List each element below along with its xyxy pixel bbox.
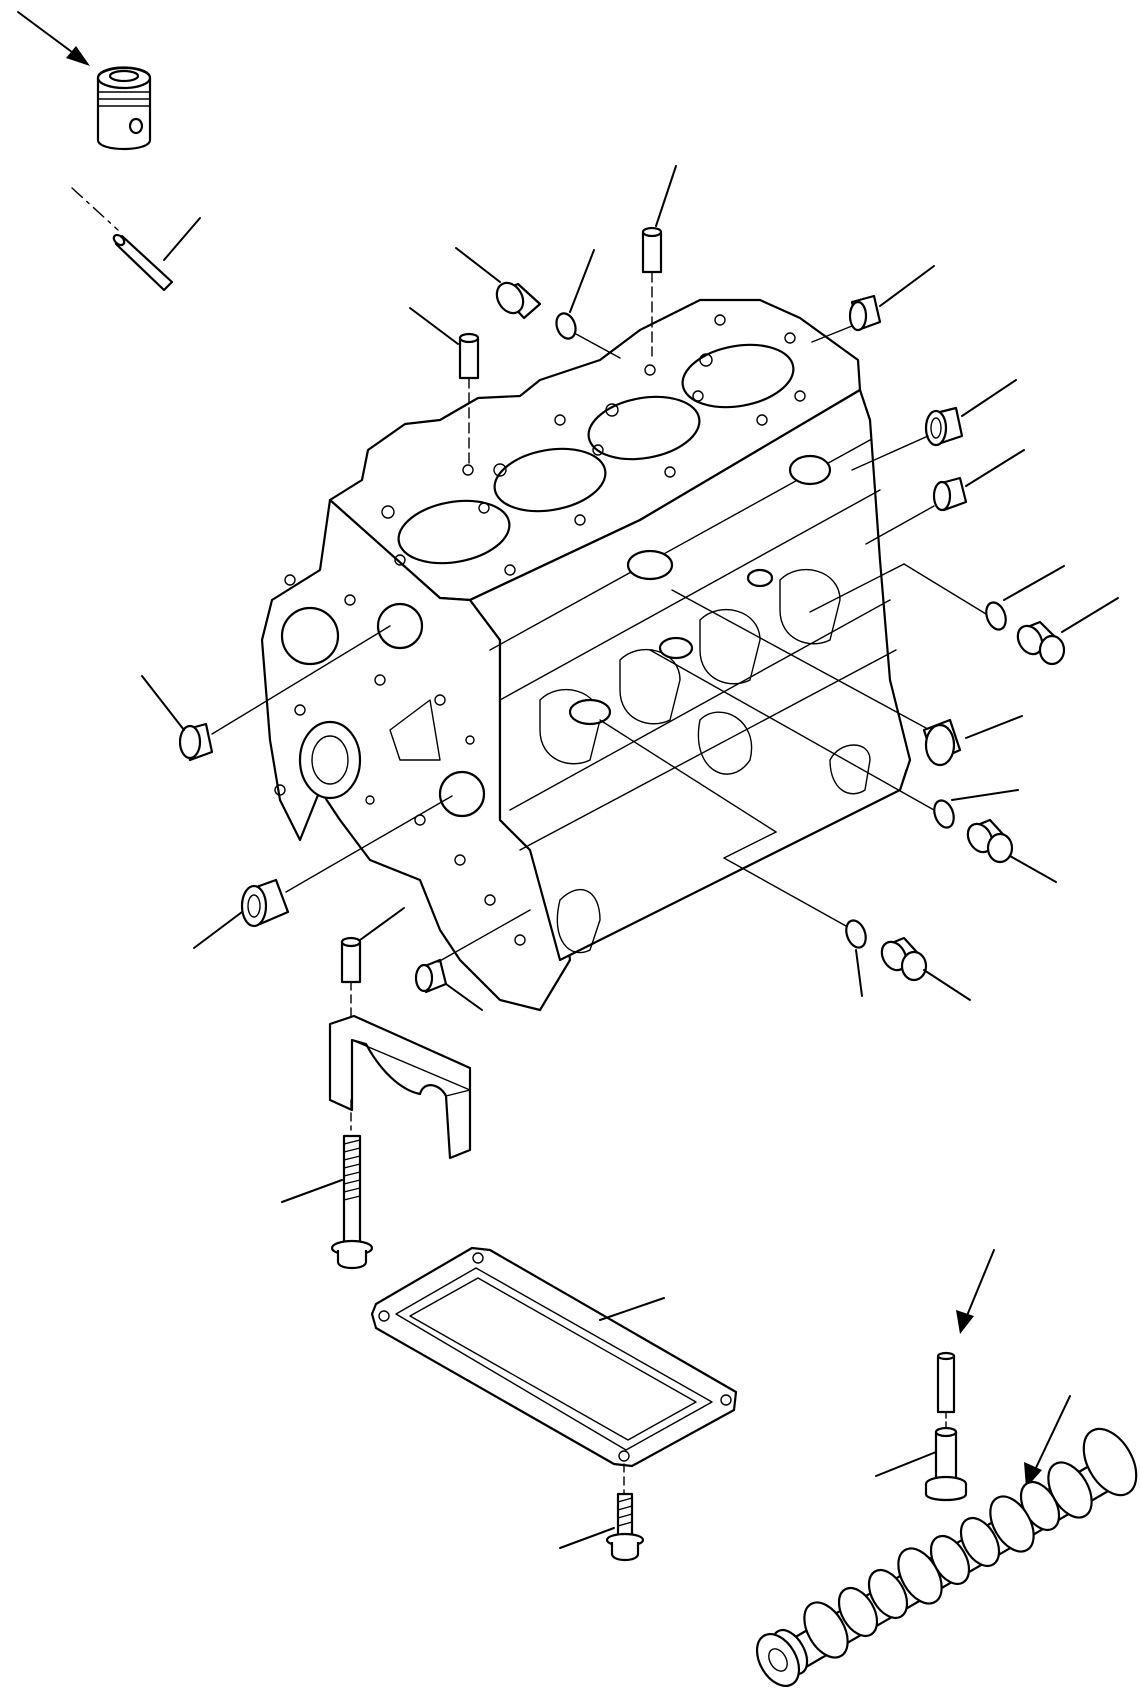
cap-icon-5[interactable] xyxy=(414,909,531,1011)
cap-icon-4[interactable] xyxy=(141,625,391,762)
dowel-icon-3[interactable] xyxy=(340,907,405,1025)
dowel-icon[interactable] xyxy=(409,307,480,467)
plug-icon-3[interactable] xyxy=(963,818,1057,883)
o-ring-icon[interactable] xyxy=(553,249,621,359)
pin-icon[interactable] xyxy=(71,187,201,292)
rod-icon[interactable] xyxy=(875,1426,968,1502)
bushing-icon-2[interactable] xyxy=(193,795,453,949)
bolt-icon-2[interactable] xyxy=(559,1492,645,1562)
dowel-icon-2[interactable] xyxy=(641,165,677,357)
o-ring-icon-4[interactable] xyxy=(599,719,869,997)
bearing-cap-icon[interactable] xyxy=(328,1014,472,1160)
plug-icon[interactable] xyxy=(455,247,542,320)
bushing-icon[interactable] xyxy=(851,379,1017,471)
bolt-icon[interactable] xyxy=(281,1134,374,1270)
camshaft-icon[interactable] xyxy=(748,1395,1141,1688)
cap-icon-2[interactable] xyxy=(865,449,1025,545)
cap-icon[interactable] xyxy=(811,265,935,343)
engine-block-icon[interactable] xyxy=(260,298,912,1012)
plug-icon-4[interactable] xyxy=(877,936,971,1001)
gasket-icon[interactable] xyxy=(370,1246,738,1495)
piston-icon[interactable] xyxy=(17,11,152,150)
o-ring-icon-3[interactable] xyxy=(649,649,1019,830)
o-ring-icon-2[interactable] xyxy=(809,563,1065,632)
cap-icon-3[interactable] xyxy=(671,589,1023,767)
plug-icon-2[interactable] xyxy=(1013,597,1119,666)
tappet-icon[interactable] xyxy=(936,1249,995,1431)
